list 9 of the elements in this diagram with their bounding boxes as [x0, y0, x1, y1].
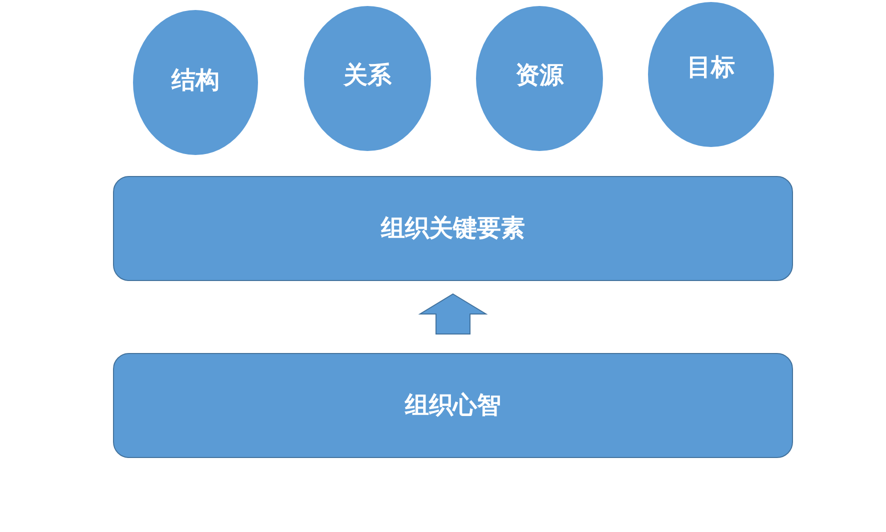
node-label: 结构 [172, 66, 220, 95]
node-label: 组织关键要素 [381, 214, 525, 243]
rounded-box [113, 353, 793, 458]
node-label: 目标 [687, 53, 735, 82]
rounded-box [113, 176, 793, 281]
node-label: 资源 [516, 61, 564, 90]
node-label: 关系 [344, 61, 392, 90]
block-arrow [418, 293, 488, 334]
node-label: 组织心智 [405, 391, 501, 420]
